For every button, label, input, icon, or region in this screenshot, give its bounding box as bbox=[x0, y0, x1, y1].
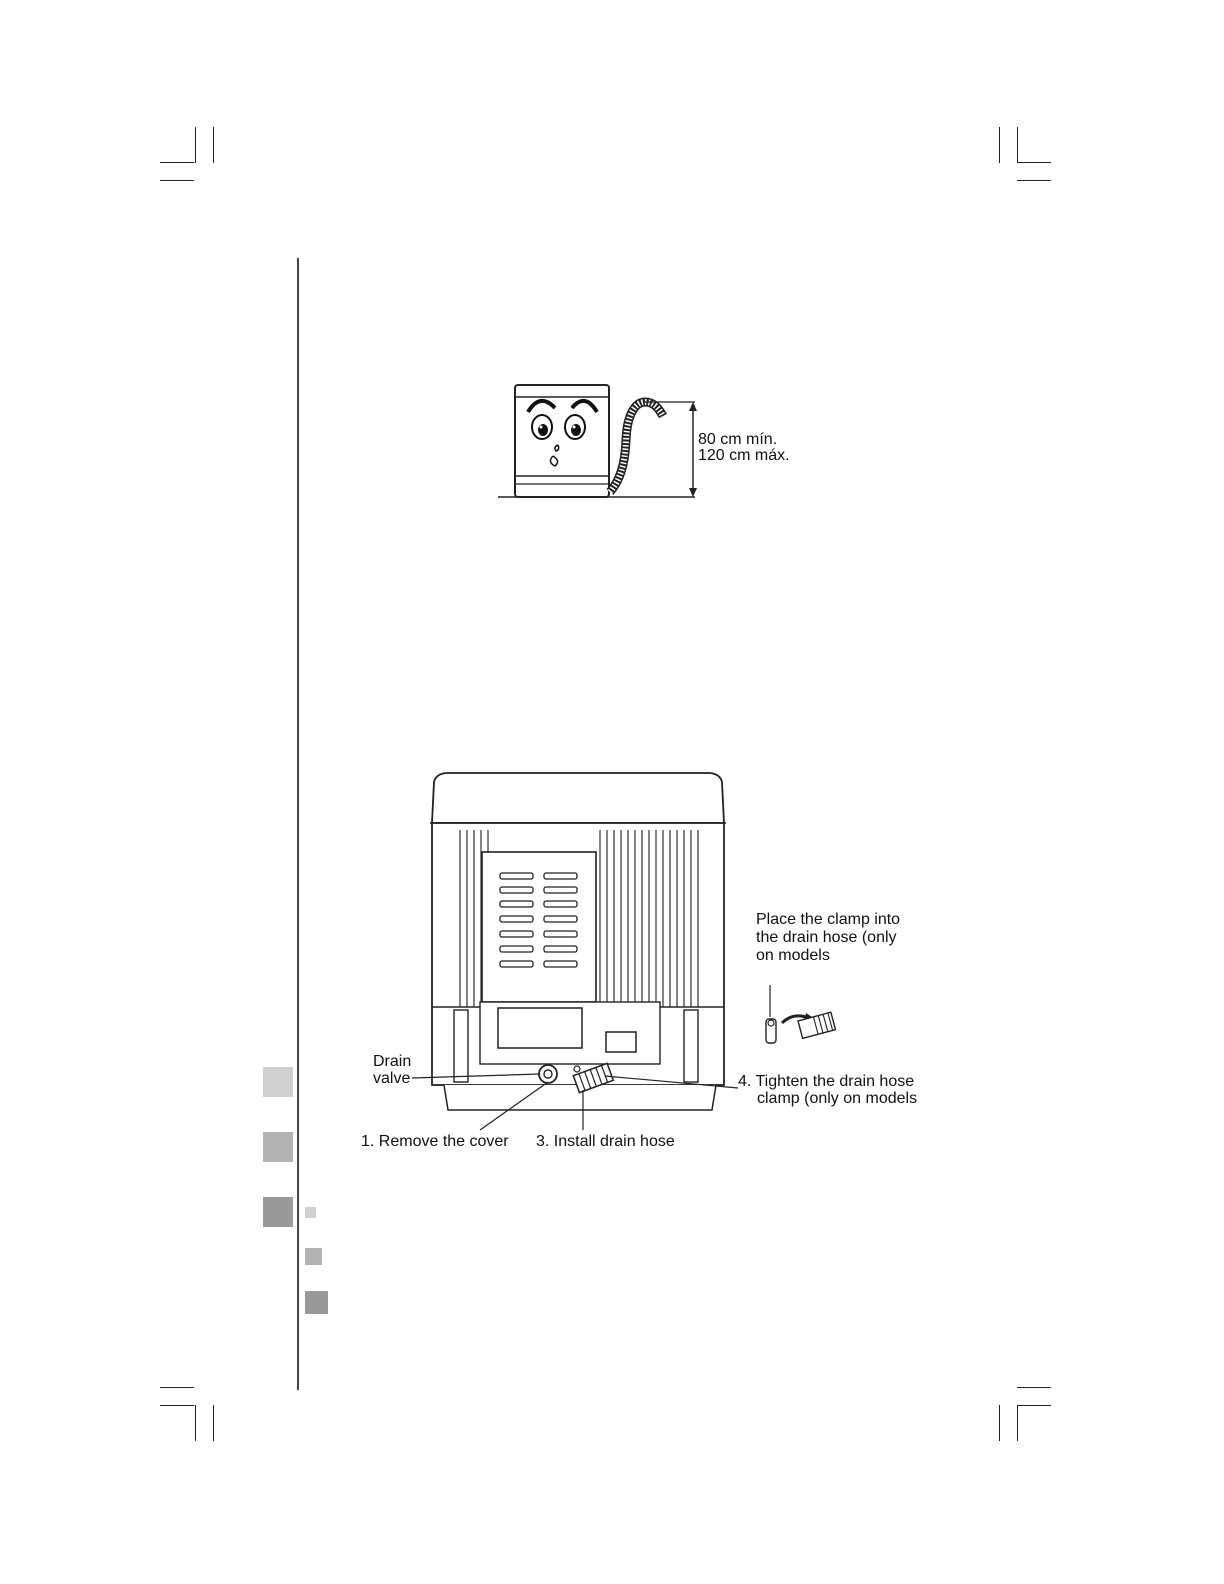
height-max-label: 120 cm máx. bbox=[698, 447, 790, 465]
step-4-label: clamp (only on models bbox=[757, 1090, 917, 1108]
step-4-label: 4. Tighten the drain hose bbox=[738, 1073, 914, 1091]
level-marker bbox=[305, 1291, 328, 1314]
washer-rear-view-illustration bbox=[420, 770, 740, 1115]
washer-character-illustration bbox=[495, 380, 695, 505]
level-marker bbox=[305, 1207, 316, 1218]
step-1-label: 1. Remove the cover bbox=[361, 1133, 509, 1151]
side-tab bbox=[263, 1067, 293, 1097]
clamp-note-line: on models bbox=[756, 947, 830, 965]
side-tab bbox=[263, 1132, 293, 1162]
clamp-note-line: the drain hose (only bbox=[756, 929, 897, 947]
margin-rule bbox=[297, 258, 299, 1390]
clamp-note-line: Place the clamp into bbox=[756, 911, 900, 929]
clamp-illustration bbox=[760, 985, 840, 1050]
drain-valve-label: Drain bbox=[373, 1053, 411, 1071]
drain-valve-label: valve bbox=[373, 1070, 410, 1088]
side-tab bbox=[263, 1197, 293, 1227]
level-marker bbox=[305, 1248, 322, 1265]
step-3-label: 3. Install drain hose bbox=[536, 1133, 675, 1151]
